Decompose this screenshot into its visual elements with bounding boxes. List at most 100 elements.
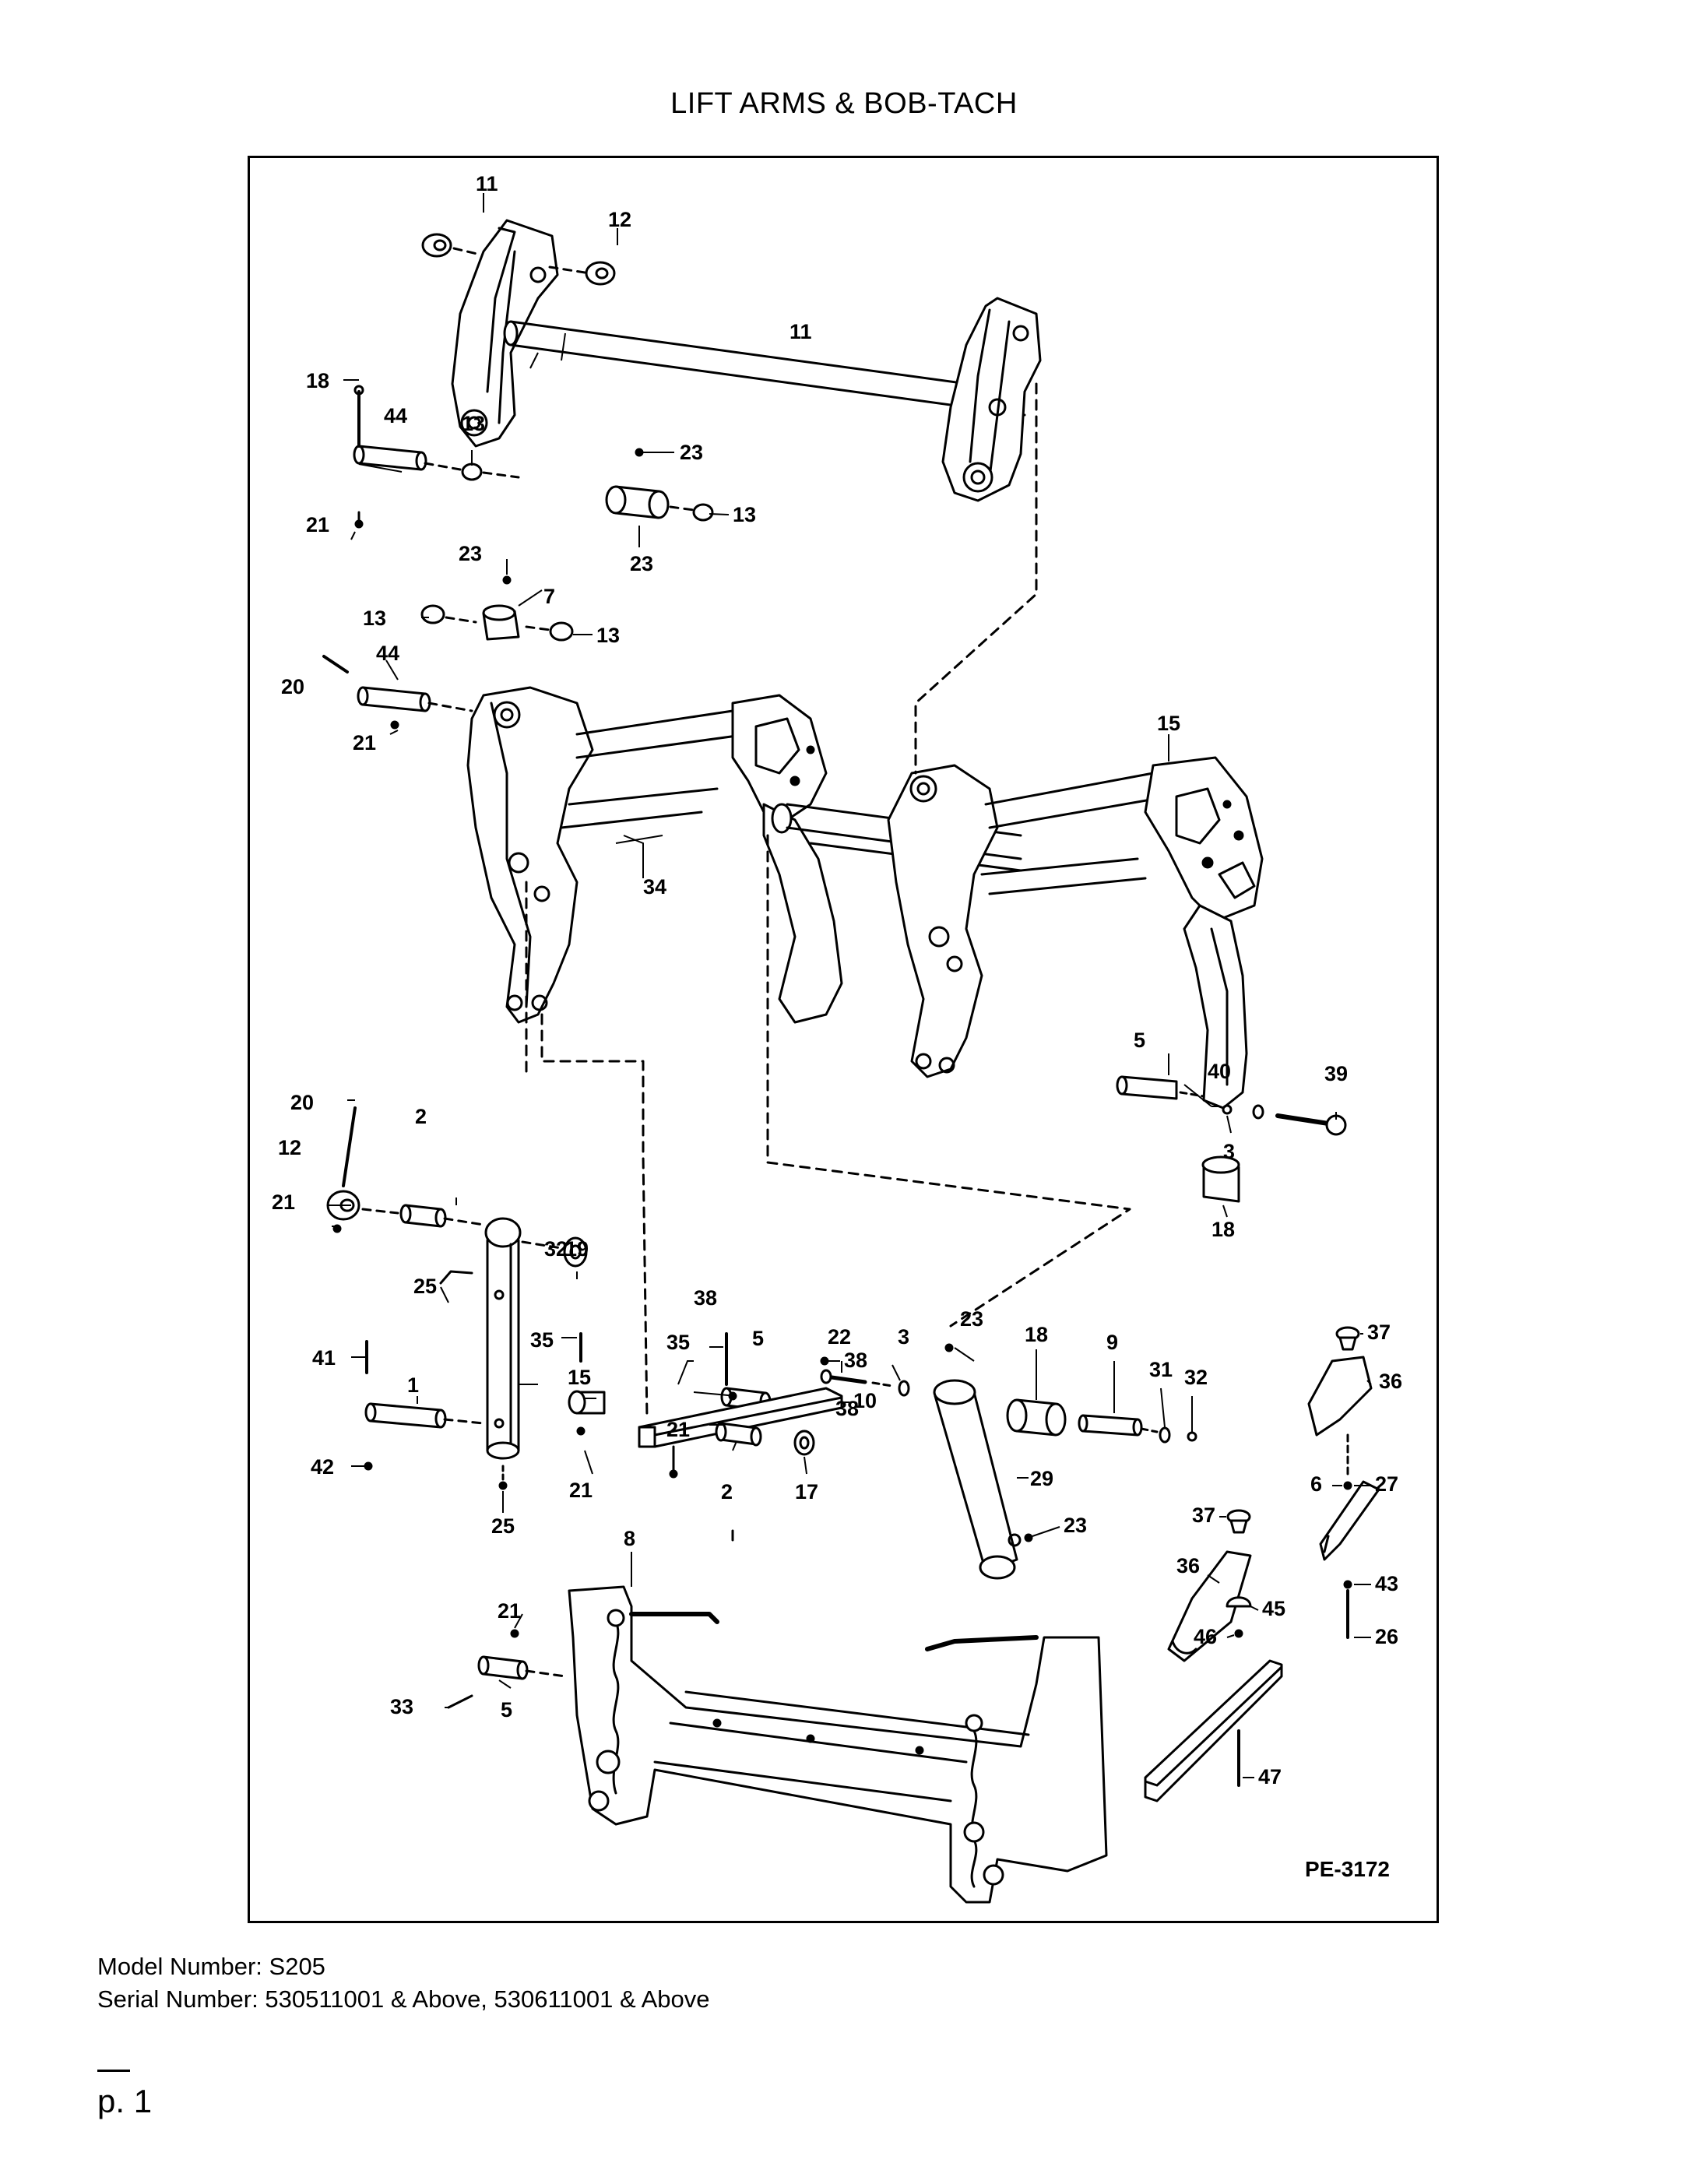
callout-5: 13 xyxy=(462,412,485,435)
callout-39: 38 xyxy=(835,1397,859,1420)
callout-46: 9 xyxy=(1106,1331,1118,1354)
callout-52: 40 xyxy=(1208,1060,1231,1083)
callout-11: 7 xyxy=(543,585,555,608)
knob-37-lower xyxy=(1226,1509,1251,1534)
lift-arm-crossmember xyxy=(451,219,1042,502)
callout-23: 19 xyxy=(565,1237,589,1261)
callout-29: 25 xyxy=(491,1514,515,1538)
callout-27: 1 xyxy=(407,1373,419,1397)
guard-36-lower xyxy=(1167,1550,1252,1662)
model-info: Model Number: S205 Serial Number: 530511… xyxy=(97,1950,710,2016)
callout-3: 18 xyxy=(306,369,329,392)
parts-diagram: 11 12 11 18 44 13 23 21 13 23 23 7 13 13… xyxy=(248,156,1439,1923)
exploded-view-drawing: 11 12 11 18 44 13 23 21 13 23 23 7 13 13… xyxy=(272,172,1402,1904)
page-title: LIFT ARMS & BOB-TACH xyxy=(670,87,1018,120)
callout-45: 18 xyxy=(1025,1323,1048,1346)
callout-49: 29 xyxy=(1030,1467,1053,1490)
callout-26: 41 xyxy=(312,1346,336,1370)
callout-53: 39 xyxy=(1324,1062,1348,1085)
pin-1 xyxy=(364,1402,447,1429)
callout-15: 20 xyxy=(281,675,304,698)
bushing-17 xyxy=(1201,1155,1240,1203)
callout-13: 13 xyxy=(596,624,620,647)
callout-40: 2 xyxy=(721,1480,733,1503)
callout-18: 34 xyxy=(643,875,666,899)
page-number: p. 1 xyxy=(97,2083,153,2119)
pivot-pin-44-middle xyxy=(357,686,431,712)
callout-61: 26 xyxy=(1375,1625,1398,1648)
callout-48: 32 xyxy=(1184,1366,1208,1389)
model-number: Model Number: S205 xyxy=(97,1953,325,1980)
bushing-15 xyxy=(568,1390,606,1415)
bracket-26 xyxy=(1319,1480,1380,1561)
callout-70: 5 xyxy=(501,1698,512,1722)
callout-32: 21 xyxy=(569,1479,593,1502)
lift-arm-frame xyxy=(466,686,1264,1110)
callout-0: 11 xyxy=(476,172,498,195)
callout-41: 17 xyxy=(795,1480,818,1503)
callout-56: 37 xyxy=(1367,1321,1391,1344)
callout-36: 21 xyxy=(666,1418,690,1441)
callout-38: 38 xyxy=(694,1286,717,1310)
callout-60: 43 xyxy=(1375,1572,1398,1595)
callout-43: 3 xyxy=(898,1325,909,1349)
callout-20: 2 xyxy=(415,1105,427,1128)
callout-4: 44 xyxy=(384,404,407,427)
callout-66: 47 xyxy=(1258,1765,1282,1788)
callout-62: 37 xyxy=(1192,1503,1215,1527)
callout-63: 36 xyxy=(1176,1554,1200,1577)
callout-17: 15 xyxy=(1157,712,1180,735)
tilt-cylinder-31 xyxy=(933,1379,1022,1580)
callout-35: 38 xyxy=(844,1349,867,1372)
callout-6: 23 xyxy=(680,441,703,464)
link-bar-10 xyxy=(638,1387,843,1448)
callout-31: 15 xyxy=(568,1366,591,1389)
callout-67: 8 xyxy=(624,1527,635,1550)
callout-33: 35 xyxy=(666,1331,690,1354)
callout-14: 44 xyxy=(376,642,399,665)
callout-7: 21 xyxy=(306,513,329,536)
callout-34: 5 xyxy=(752,1327,764,1350)
pin-2-lower xyxy=(715,1422,762,1447)
bob-tach-frame xyxy=(568,1585,1108,1904)
callout-21: 12 xyxy=(278,1136,301,1159)
callout-labels: 11 12 11 18 44 13 23 21 13 23 23 7 13 13… xyxy=(272,172,1402,1788)
drawing-code: PE-3172 xyxy=(1305,1857,1390,1881)
callout-22: 21 xyxy=(272,1190,295,1214)
pin-4 xyxy=(1116,1075,1178,1100)
callout-58: 27 xyxy=(1375,1472,1398,1496)
pin-9 xyxy=(1078,1414,1143,1437)
callout-19: 20 xyxy=(290,1091,314,1114)
callout-37: 10 xyxy=(853,1389,877,1412)
callout-57: 36 xyxy=(1379,1370,1402,1393)
spacer-24 xyxy=(605,485,670,519)
callout-2: 11 xyxy=(789,320,812,343)
callout-42: 22 xyxy=(828,1325,851,1349)
callout-16: 21 xyxy=(353,731,376,754)
callout-64: 45 xyxy=(1262,1597,1285,1620)
guard-36-upper xyxy=(1307,1356,1373,1437)
pivot-pin-44-upper xyxy=(353,445,427,471)
callout-10: 23 xyxy=(459,542,482,565)
washer-16 xyxy=(793,1430,815,1456)
washer-19 xyxy=(563,1236,588,1268)
callout-8: 13 xyxy=(733,503,756,526)
callout-51: 5 xyxy=(1134,1029,1145,1052)
callout-24: 25 xyxy=(413,1275,437,1298)
callout-1: 12 xyxy=(608,208,631,231)
knob-45 xyxy=(1226,1596,1252,1608)
callout-44: 23 xyxy=(960,1307,983,1331)
pin-5-lower xyxy=(477,1655,529,1680)
lift-cylinder-30 xyxy=(484,1217,522,1460)
knob-37-upper xyxy=(1335,1326,1360,1351)
link-bushing-7 xyxy=(482,604,520,641)
callout-68: 21 xyxy=(498,1599,521,1623)
callout-9: 23 xyxy=(630,552,653,575)
footer-rule xyxy=(97,2070,130,2072)
bushing-12-top xyxy=(421,233,616,286)
callout-50: 23 xyxy=(1064,1514,1087,1537)
handle-bar-47 xyxy=(1144,1659,1283,1802)
callout-12: 13 xyxy=(363,607,386,630)
callout-54: 3 xyxy=(1223,1140,1235,1163)
callout-47: 31 xyxy=(1149,1358,1173,1381)
